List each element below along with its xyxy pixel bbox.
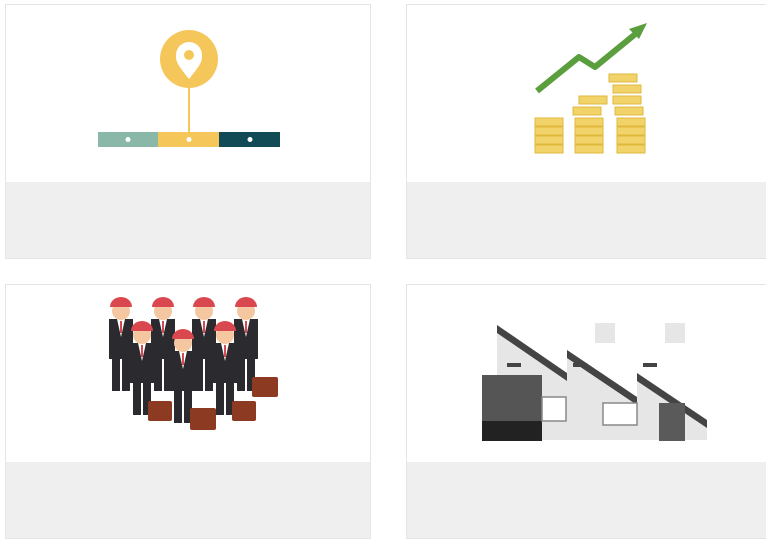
- card-image: [6, 285, 370, 462]
- card-caption-area: [407, 462, 766, 538]
- coin-growth-icon: [534, 23, 647, 154]
- location-timeline-icon: [98, 30, 280, 147]
- card-image: [407, 5, 766, 182]
- card-caption-area: [6, 462, 370, 538]
- factory-icon: [482, 323, 707, 441]
- card-caption: [6, 462, 370, 482]
- card-workers[interactable]: [5, 284, 371, 539]
- card-factory[interactable]: [406, 284, 766, 539]
- workers-team-icon: [109, 297, 278, 430]
- card-image: [407, 285, 766, 462]
- card-caption: [407, 182, 766, 202]
- card-location[interactable]: [5, 4, 371, 259]
- card-caption: [407, 462, 766, 482]
- card-caption-area: [6, 182, 370, 258]
- card-growth[interactable]: [406, 4, 766, 259]
- card-image: [6, 5, 370, 182]
- card-caption-area: [407, 182, 766, 258]
- card-caption: [6, 182, 370, 202]
